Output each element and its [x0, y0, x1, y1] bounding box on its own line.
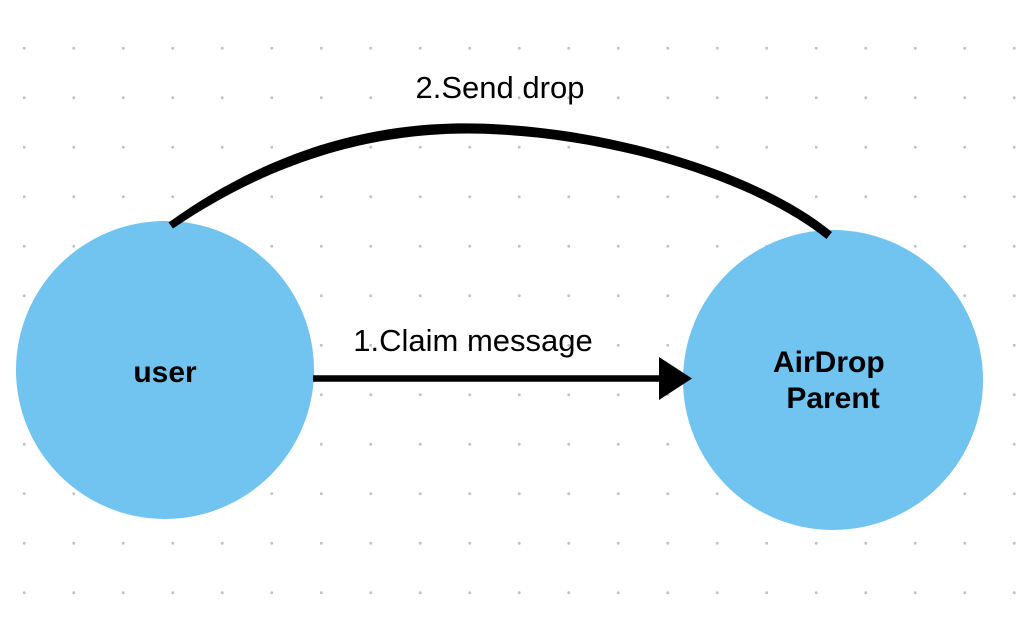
node-user-circle[interactable]: [16, 221, 314, 519]
node-airdrop-parent[interactable]: AirDrop Parent: [683, 230, 983, 530]
node-airdrop-parent-label-line-0: AirDrop: [773, 346, 885, 379]
node-airdrop-parent-label-line-1: Parent: [786, 382, 879, 415]
node-user[interactable]: user: [16, 221, 314, 519]
node-user-label: user: [133, 356, 197, 389]
node-airdrop-parent-circle[interactable]: [683, 230, 983, 530]
node-airdrop-parent-label: AirDrop Parent: [773, 346, 893, 415]
edge-claim-message-arrowhead: [659, 357, 692, 400]
edge-claim-message[interactable]: [313, 357, 692, 400]
edge-send-drop-label: 2.Send drop: [416, 70, 585, 105]
node-user-label-line-0: user: [133, 356, 197, 389]
edge-send-drop-curve: [168, 123, 832, 239]
edge-send-drop[interactable]: [168, 123, 833, 239]
edge-claim-message-label: 1.Claim message: [353, 323, 592, 358]
